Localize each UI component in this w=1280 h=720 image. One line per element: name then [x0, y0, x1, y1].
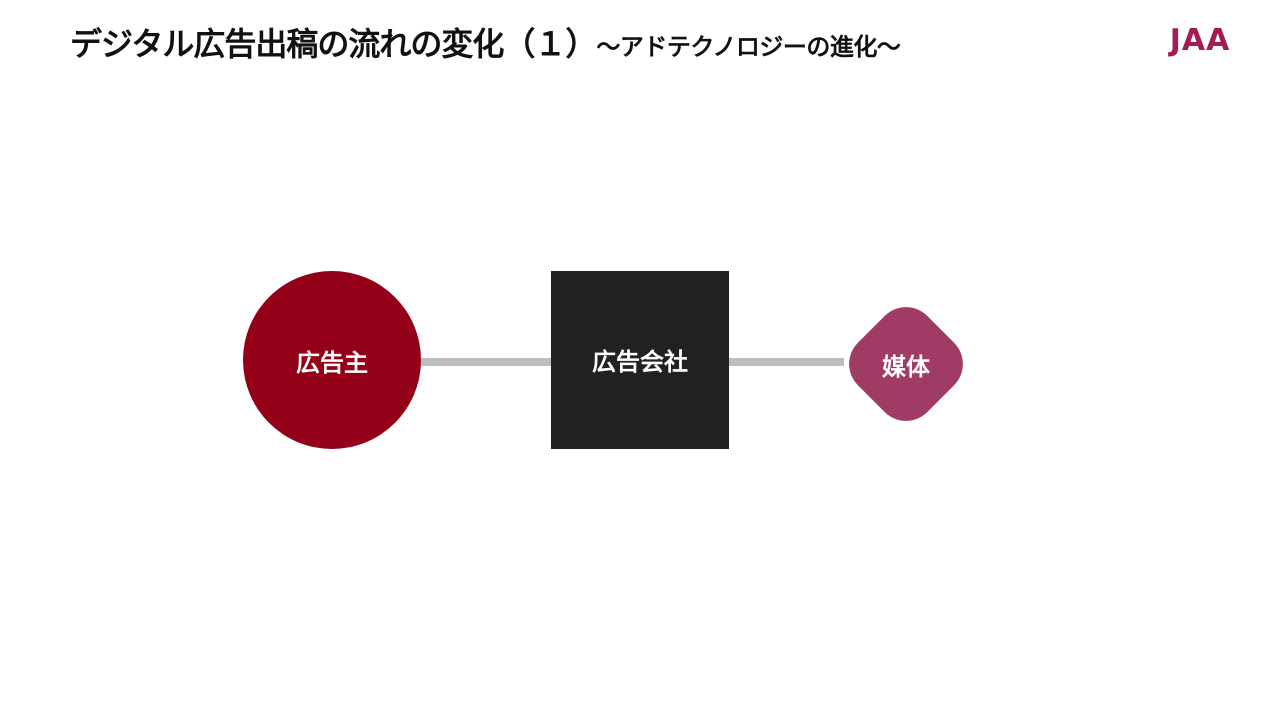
- jaa-logo-text: JAA: [1168, 23, 1231, 58]
- connector-advertiser-agency: [420, 358, 552, 366]
- node-media: 媒体: [840, 298, 972, 430]
- jaa-logo: JAA: [1168, 23, 1231, 58]
- page-title-main: デジタル広告出稿の流れの変化（１）: [70, 25, 597, 63]
- connector-agency-media: [728, 358, 844, 366]
- node-advertiser-label: 広告主: [296, 348, 368, 377]
- node-advertiser: 広告主: [243, 271, 421, 449]
- node-agency: 広告会社: [551, 271, 729, 449]
- page-title-sub: ～アドテクノロジーの進化～: [596, 33, 901, 61]
- node-agency-label: 広告会社: [592, 347, 688, 376]
- page-title: デジタル広告出稿の流れの変化（１）～アドテクノロジーの進化～: [70, 22, 901, 69]
- node-media-label: 媒体: [882, 352, 930, 381]
